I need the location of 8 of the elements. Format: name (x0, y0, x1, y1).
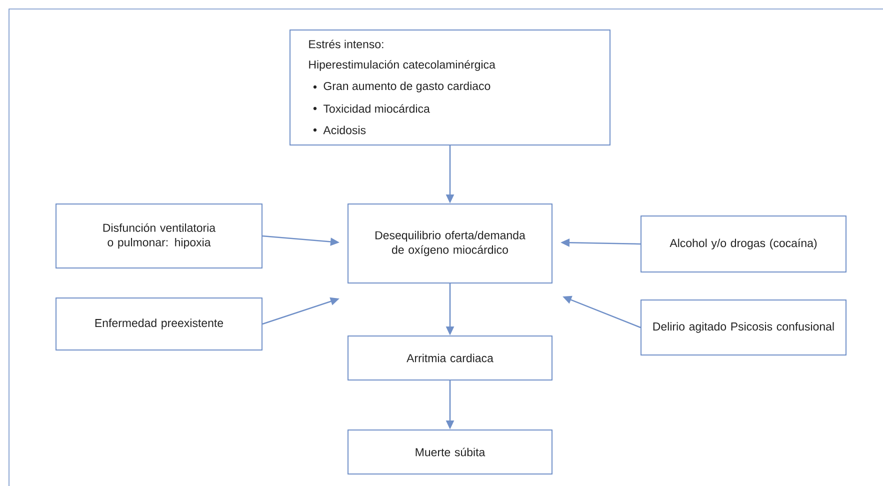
process-box: Desequilibrio oferta/demanda de oxígeno miocárdico (348, 204, 552, 284)
process-box: Alcohol y/o drogas (cocaína) (640, 216, 846, 272)
process-box: Muerte súbita (348, 430, 552, 474)
process-box: Disfunción ventilatoria o pulmonar: hipoxia (56, 204, 262, 268)
process-box: Estrés intenso: Hiperestimulación catecolaminérgica Gran aumento de gasto cardiaco Toxicidad miocárdica Acidosis (290, 30, 610, 146)
process-box: Enfermedad preexistente (56, 298, 262, 350)
process-box: Delirio agitado Psicosis confusional (640, 300, 846, 356)
process-box: Arritmia cardiaca (348, 336, 552, 380)
